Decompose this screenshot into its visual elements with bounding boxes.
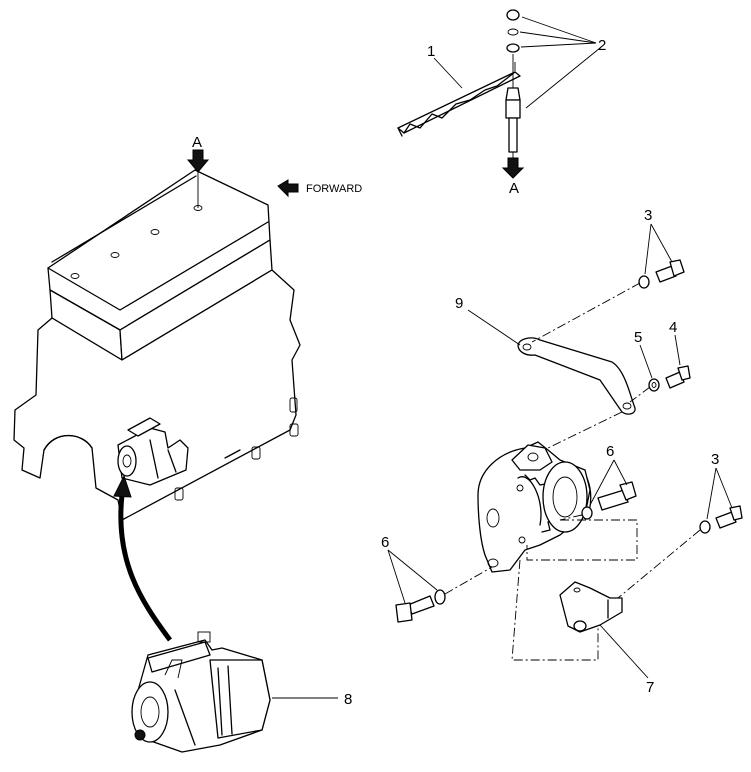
view-a-top-arrow: A	[186, 134, 210, 173]
bolt-3-upper	[638, 259, 685, 289]
bolt-3-lower	[699, 505, 743, 534]
engine-block	[13, 168, 301, 521]
leader-lines	[387, 16, 733, 679]
adjusting-bracket	[517, 337, 636, 415]
forward-arrow: FORWARD	[277, 179, 362, 198]
glow-plug-connector	[397, 71, 521, 137]
bolt-6-right	[581, 481, 637, 520]
glow-plug	[505, 9, 521, 162]
callout-1: 1	[427, 43, 435, 60]
starter-installed	[117, 417, 189, 486]
starter-motor	[131, 631, 338, 753]
alternator	[477, 441, 592, 573]
callout-8: 8	[344, 691, 352, 708]
callout-6-left: 6	[381, 534, 389, 551]
install-arrow	[113, 474, 173, 642]
view-a-top-label: A	[192, 134, 202, 151]
explosion-lines	[444, 62, 701, 661]
mounting-bracket	[559, 581, 623, 633]
callout-7: 7	[646, 679, 654, 696]
callout-labels: 1 2 3 9 5 4 6 3 6 7 8	[344, 37, 719, 708]
callout-9: 9	[455, 295, 463, 312]
callout-6-right: 6	[606, 443, 614, 460]
view-a-bottom-arrow: A	[501, 157, 525, 197]
callout-4: 4	[669, 319, 677, 336]
callout-3-lower: 3	[711, 451, 719, 468]
callout-5: 5	[634, 329, 642, 346]
callout-2: 2	[598, 37, 606, 54]
forward-label: FORWARD	[306, 183, 362, 195]
callout-3-upper: 3	[644, 207, 652, 224]
view-a-bottom-label: A	[509, 180, 519, 197]
bolt-4	[665, 365, 691, 389]
washer-5	[648, 378, 660, 392]
bolt-6-left	[395, 589, 446, 623]
